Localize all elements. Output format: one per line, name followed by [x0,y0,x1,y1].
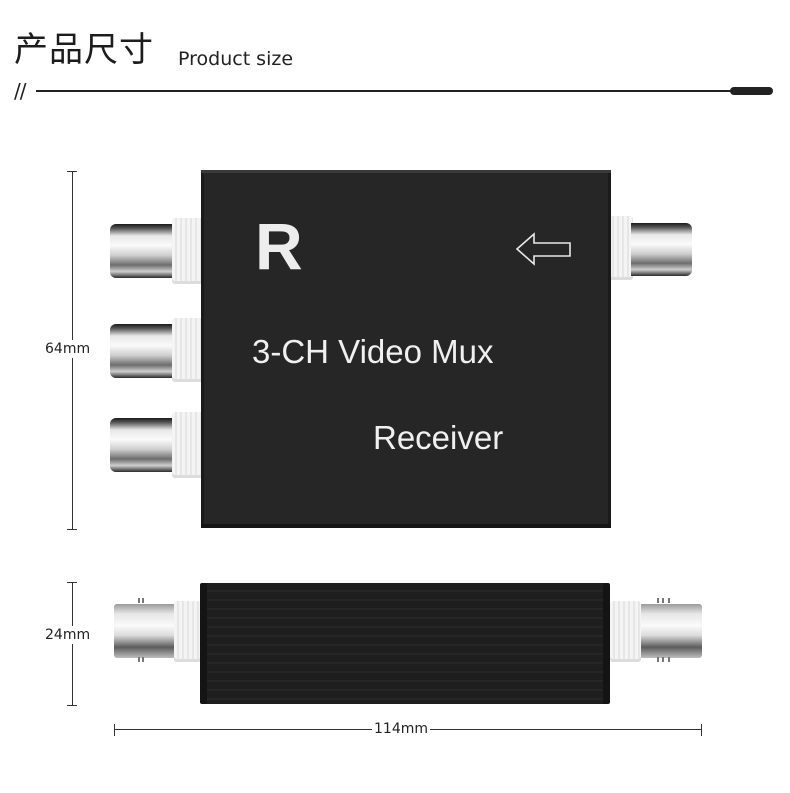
bnc-connector-side-right [641,604,702,658]
bnc-connector-left-1 [110,224,174,278]
bnc-thread-left-3 [172,412,203,478]
bnc-thread-left-1 [172,218,203,284]
dimension-tick-bottom [67,529,77,530]
divider-slashes: // [14,79,27,103]
bnc-bayonet-pin [138,598,140,603]
dimension-tick-left [114,724,115,736]
bnc-connector-left-3 [110,418,174,472]
dimension-tick-bottom [67,705,77,706]
bnc-bayonet-pin [142,598,144,603]
bnc-thread-left-2 [172,318,203,382]
page-title-english: Product size [178,48,294,70]
arrow-left-outline-icon [515,232,571,266]
bnc-bayonet-pin [668,598,670,603]
page-title-chinese: 产品尺寸 [14,30,154,70]
bnc-thread-side-right [610,601,641,662]
bnc-bayonet-pin [138,657,140,662]
bnc-bayonet-pin [668,657,670,662]
bnc-connector-right [631,223,692,276]
bnc-bayonet-pin [657,598,659,603]
dimension-tick-right [701,724,702,736]
device-label-line1: 3-CH Video Mux [252,333,494,370]
bnc-thread-side-left [174,601,201,662]
device-body-side [200,583,610,704]
bnc-bayonet-pin [142,657,144,662]
dimension-line-vertical [72,582,73,706]
dimension-thickness-label: 24mm [45,626,91,644]
bnc-bayonet-pin [657,657,659,662]
divider-line-cap [730,87,773,95]
dimension-length-label: 114mm [372,720,430,738]
bnc-bayonet-pin [662,657,664,662]
device-body-top [201,170,611,528]
bnc-thread-right [609,216,633,280]
bnc-connector-left-2 [110,324,174,378]
bnc-connector-side-left [114,604,176,658]
bnc-bayonet-pin [662,598,664,603]
device-label-line2: Receiver [373,419,504,456]
device-logo-letter: R [255,209,303,283]
divider-line [36,90,736,92]
dimension-height-label: 64mm [45,340,91,358]
